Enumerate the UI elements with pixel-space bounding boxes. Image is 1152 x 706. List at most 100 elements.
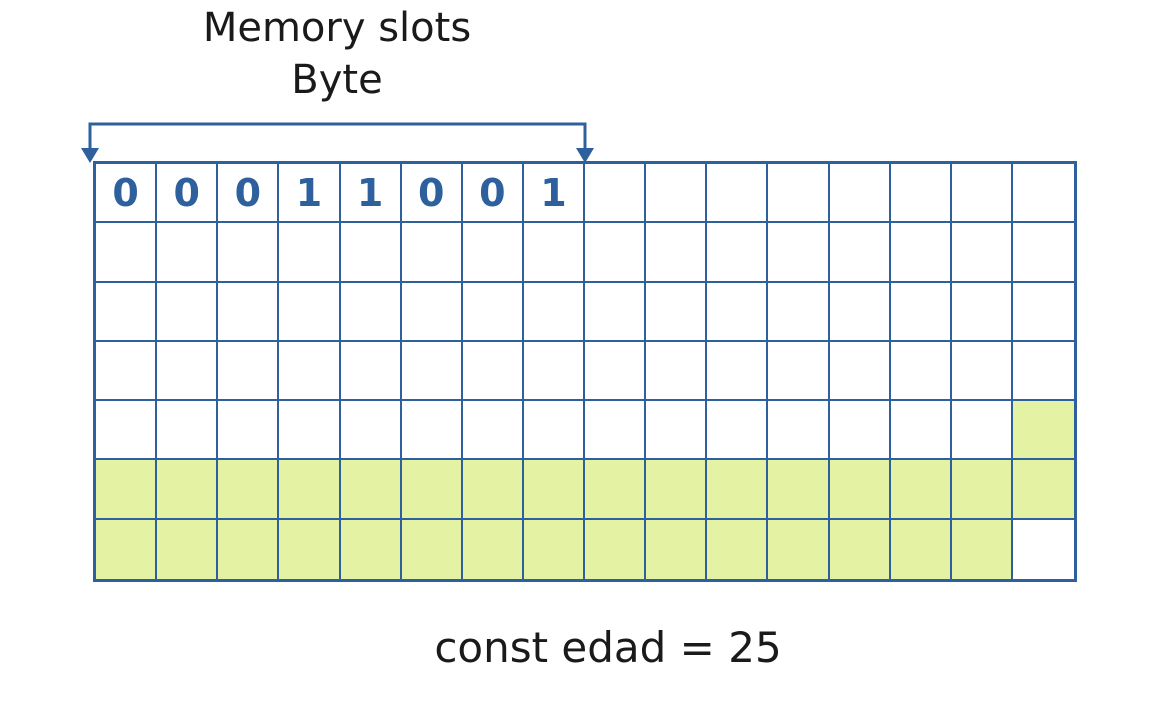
memory-slot: [707, 401, 769, 461]
memory-slot: [523, 282, 585, 342]
diagram-subtitle-byte: Byte: [291, 57, 383, 103]
memory-slot-occupied: [768, 460, 830, 520]
memory-slot: [829, 223, 891, 283]
memory-slot: [951, 401, 1013, 461]
memory-slot: [585, 282, 647, 342]
memory-slot: [951, 282, 1013, 342]
memory-slot: [218, 282, 280, 342]
memory-slot: [890, 401, 952, 461]
bracket-right-arrowhead: [576, 148, 594, 163]
bit-cell: 1: [523, 164, 585, 224]
memory-slot: [340, 401, 402, 461]
memory-slot: [1012, 164, 1074, 224]
memory-slot: [768, 341, 830, 402]
memory-slot: [401, 401, 463, 461]
memory-slot: [96, 401, 158, 461]
memory-slot-occupied: [1012, 460, 1074, 520]
bit-cell: 1: [279, 164, 341, 224]
memory-slot: [890, 341, 952, 402]
memory-slot-occupied: [96, 460, 158, 520]
memory-slot-occupied: [829, 519, 891, 579]
memory-slot-occupied: [707, 460, 769, 520]
memory-slot: [157, 341, 219, 402]
memory-slot: [829, 282, 891, 342]
memory-slot: [157, 401, 219, 461]
bit-cell: 0: [96, 164, 158, 224]
memory-slot: [157, 223, 219, 283]
memory-slot: [340, 223, 402, 283]
memory-slot-occupied: [707, 519, 769, 579]
memory-slot-occupied: [279, 519, 341, 579]
memory-slot: [646, 341, 708, 402]
bit-cell: 0: [462, 164, 524, 224]
memory-slot: [768, 164, 830, 224]
memory-slot: [279, 401, 341, 461]
memory-slot: [768, 282, 830, 342]
memory-slot: [707, 164, 769, 224]
memory-slot: [462, 282, 524, 342]
memory-slot: [462, 401, 524, 461]
memory-slot-occupied: [585, 460, 647, 520]
memory-slot-occupied: [462, 460, 524, 520]
bracket-left-arrowhead: [81, 148, 99, 163]
memory-slot: [96, 282, 158, 342]
memory-slot-occupied: [951, 519, 1013, 579]
memory-slot: [218, 223, 280, 283]
memory-slot: [523, 341, 585, 402]
memory-slot: [768, 401, 830, 461]
memory-slot-occupied: [585, 519, 647, 579]
memory-slot-occupied: [890, 519, 952, 579]
memory-slot: [646, 401, 708, 461]
memory-slot: [829, 164, 891, 224]
memory-slot: [829, 341, 891, 402]
memory-slot: [340, 341, 402, 402]
memory-slot: [1013, 520, 1074, 579]
diagram-title-memory-slots: Memory slots: [202, 5, 472, 51]
memory-slot-occupied: [523, 460, 585, 520]
memory-slot: [768, 223, 830, 283]
memory-slot: [646, 223, 708, 283]
memory-slot: [890, 223, 952, 283]
memory-slot-occupied: [462, 519, 524, 579]
memory-slot: [585, 401, 647, 461]
memory-slot: [829, 401, 891, 461]
memory-slot-occupied: [157, 460, 219, 520]
bit-cell: 0: [401, 164, 463, 224]
memory-slot-occupied: [890, 460, 952, 520]
memory-slot-occupied: [829, 460, 891, 520]
memory-slot-occupied: [340, 460, 402, 520]
memory-slot: [462, 341, 524, 402]
memory-slot: [157, 282, 219, 342]
memory-slot: [523, 223, 585, 283]
memory-slot: [279, 223, 341, 283]
memory-slot: [707, 282, 769, 342]
memory-slot: [1012, 283, 1074, 342]
memory-slot-occupied: [218, 460, 280, 520]
memory-slot: [646, 282, 708, 342]
memory-slot: [218, 341, 280, 402]
memory-slot: [401, 223, 463, 283]
memory-slot: [401, 282, 463, 342]
memory-slot: [96, 223, 158, 283]
memory-slot: [279, 282, 341, 342]
memory-slot-occupied: [646, 519, 708, 579]
memory-slot: [585, 164, 647, 224]
memory-slot: [401, 341, 463, 402]
memory-slot: [340, 282, 402, 342]
bracket-line: [88, 122, 587, 150]
memory-slot-occupied: [768, 519, 830, 579]
memory-slot: [1012, 223, 1074, 283]
memory-slot: [1012, 342, 1074, 402]
memory-slot: [951, 341, 1013, 402]
memory-slot: [646, 164, 708, 224]
memory-slot: [585, 223, 647, 283]
memory-slot-occupied: [401, 460, 463, 520]
memory-slot-occupied: [96, 519, 158, 579]
code-caption: const edad = 25: [434, 623, 782, 672]
memory-slot: [951, 223, 1013, 283]
memory-slot: [707, 341, 769, 402]
bit-cell: 0: [157, 164, 219, 224]
memory-slot-occupied: [157, 519, 219, 579]
